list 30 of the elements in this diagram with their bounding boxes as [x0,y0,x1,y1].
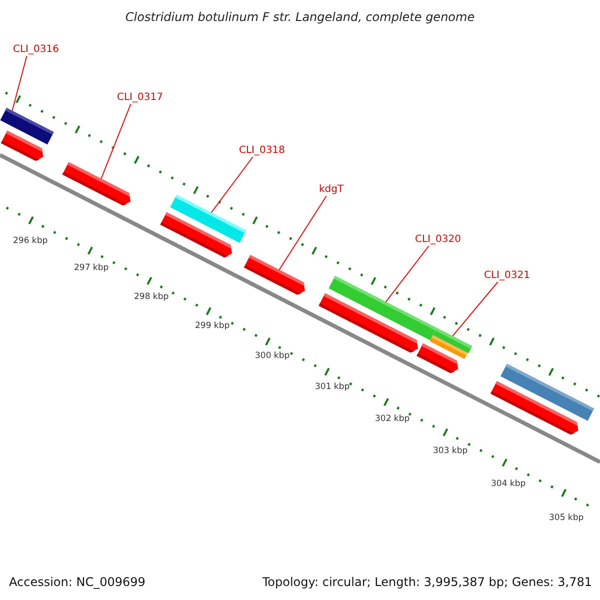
position-label: 305 kbp [549,513,584,523]
leader-line [385,246,430,302]
position-label: 299 kbp [195,321,230,331]
gene-bar [328,276,437,340]
leader-line [278,196,327,270]
genome-summary-text: Topology: circular; Length: 3,995,387 bp; Genes: 3,781 [262,575,592,589]
leader-line [210,156,254,214]
gene-label: CLI_0320 [415,234,461,245]
gene-label: kdgT [319,184,344,195]
accession-text: Accession: NC_009699 [9,575,146,589]
title: Clostridium botulinum F str. Langeland, complete genome [124,10,476,24]
position-label: 304 kbp [491,479,526,489]
position-label: 297 kbp [74,263,109,273]
gene-label: CLI_0317 [117,92,163,103]
gene-label: CLI_0316 [13,44,59,55]
position-label: 296 kbp [13,236,48,246]
position-label: 298 kbp [134,292,169,302]
gene-label: CLI_0318 [239,145,285,156]
position-label: 303 kbp [433,446,468,456]
gene-bar [432,328,472,354]
position-label: 302 kbp [375,414,410,424]
gene-block [62,162,130,206]
leader-line [12,56,28,112]
gene-block [244,255,305,295]
gene-bar [170,194,246,243]
leader-line [100,104,132,180]
gene-label: CLI_0321 [484,270,530,281]
position-label: 300 kbp [255,351,290,361]
gene-bar [0,108,54,144]
position-label: 301 kbp [315,382,350,392]
